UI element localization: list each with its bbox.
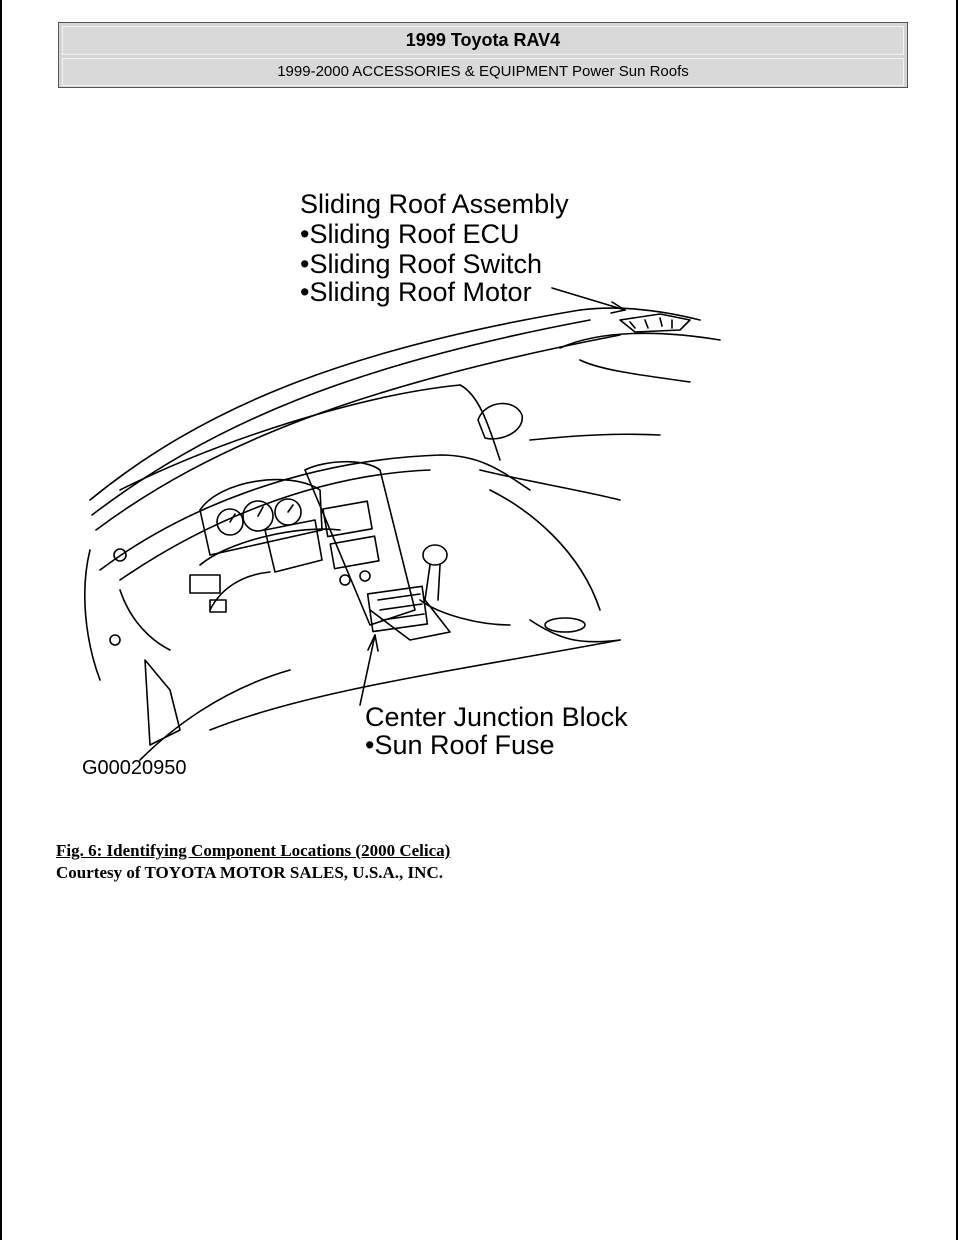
- caption-credit: Courtesy of TOYOTA MOTOR SALES, U.S.A., …: [56, 863, 443, 882]
- center-junction-block-part: [366, 585, 429, 633]
- shift-lever: [419, 544, 511, 626]
- motor-arrow: [551, 287, 626, 314]
- callout-switch: •Sliding Roof Switch: [300, 249, 542, 279]
- callout-assembly-title: Sliding Roof Assembly: [300, 189, 569, 219]
- sunroof-edge: [559, 332, 721, 349]
- roof-line: [89, 309, 581, 501]
- rear-view-mirror: [477, 402, 523, 440]
- callout-ecu: •Sliding Roof ECU: [300, 219, 520, 249]
- document-header: 1999 Toyota RAV4 1999-2000 ACCESSORIES &…: [58, 22, 908, 88]
- callout-fuse: •Sun Roof Fuse: [365, 730, 555, 760]
- sliding-roof-motor-part: [619, 313, 691, 333]
- figure-caption: Fig. 6: Identifying Component Locations …: [56, 840, 756, 884]
- callout-motor: •Sliding Roof Motor: [300, 277, 532, 307]
- steering-wheel: [199, 519, 341, 611]
- document-subtitle: 1999-2000 ACCESSORIES & EQUIPMENT Power …: [62, 58, 904, 86]
- dashboard-top: [99, 454, 531, 571]
- component-location-illustration: Sliding Roof Assembly •Sliding Roof ECU …: [82, 189, 721, 779]
- instrument-cluster: [199, 478, 323, 556]
- callout-junction-title: Center Junction Block: [365, 702, 628, 732]
- junction-arrow: [359, 634, 379, 706]
- document-title: 1999 Toyota RAV4: [62, 26, 904, 55]
- center-console: [304, 460, 451, 641]
- caption-title: Fig. 6: Identifying Component Locations …: [56, 841, 451, 860]
- figure-id: G00020950: [82, 757, 187, 779]
